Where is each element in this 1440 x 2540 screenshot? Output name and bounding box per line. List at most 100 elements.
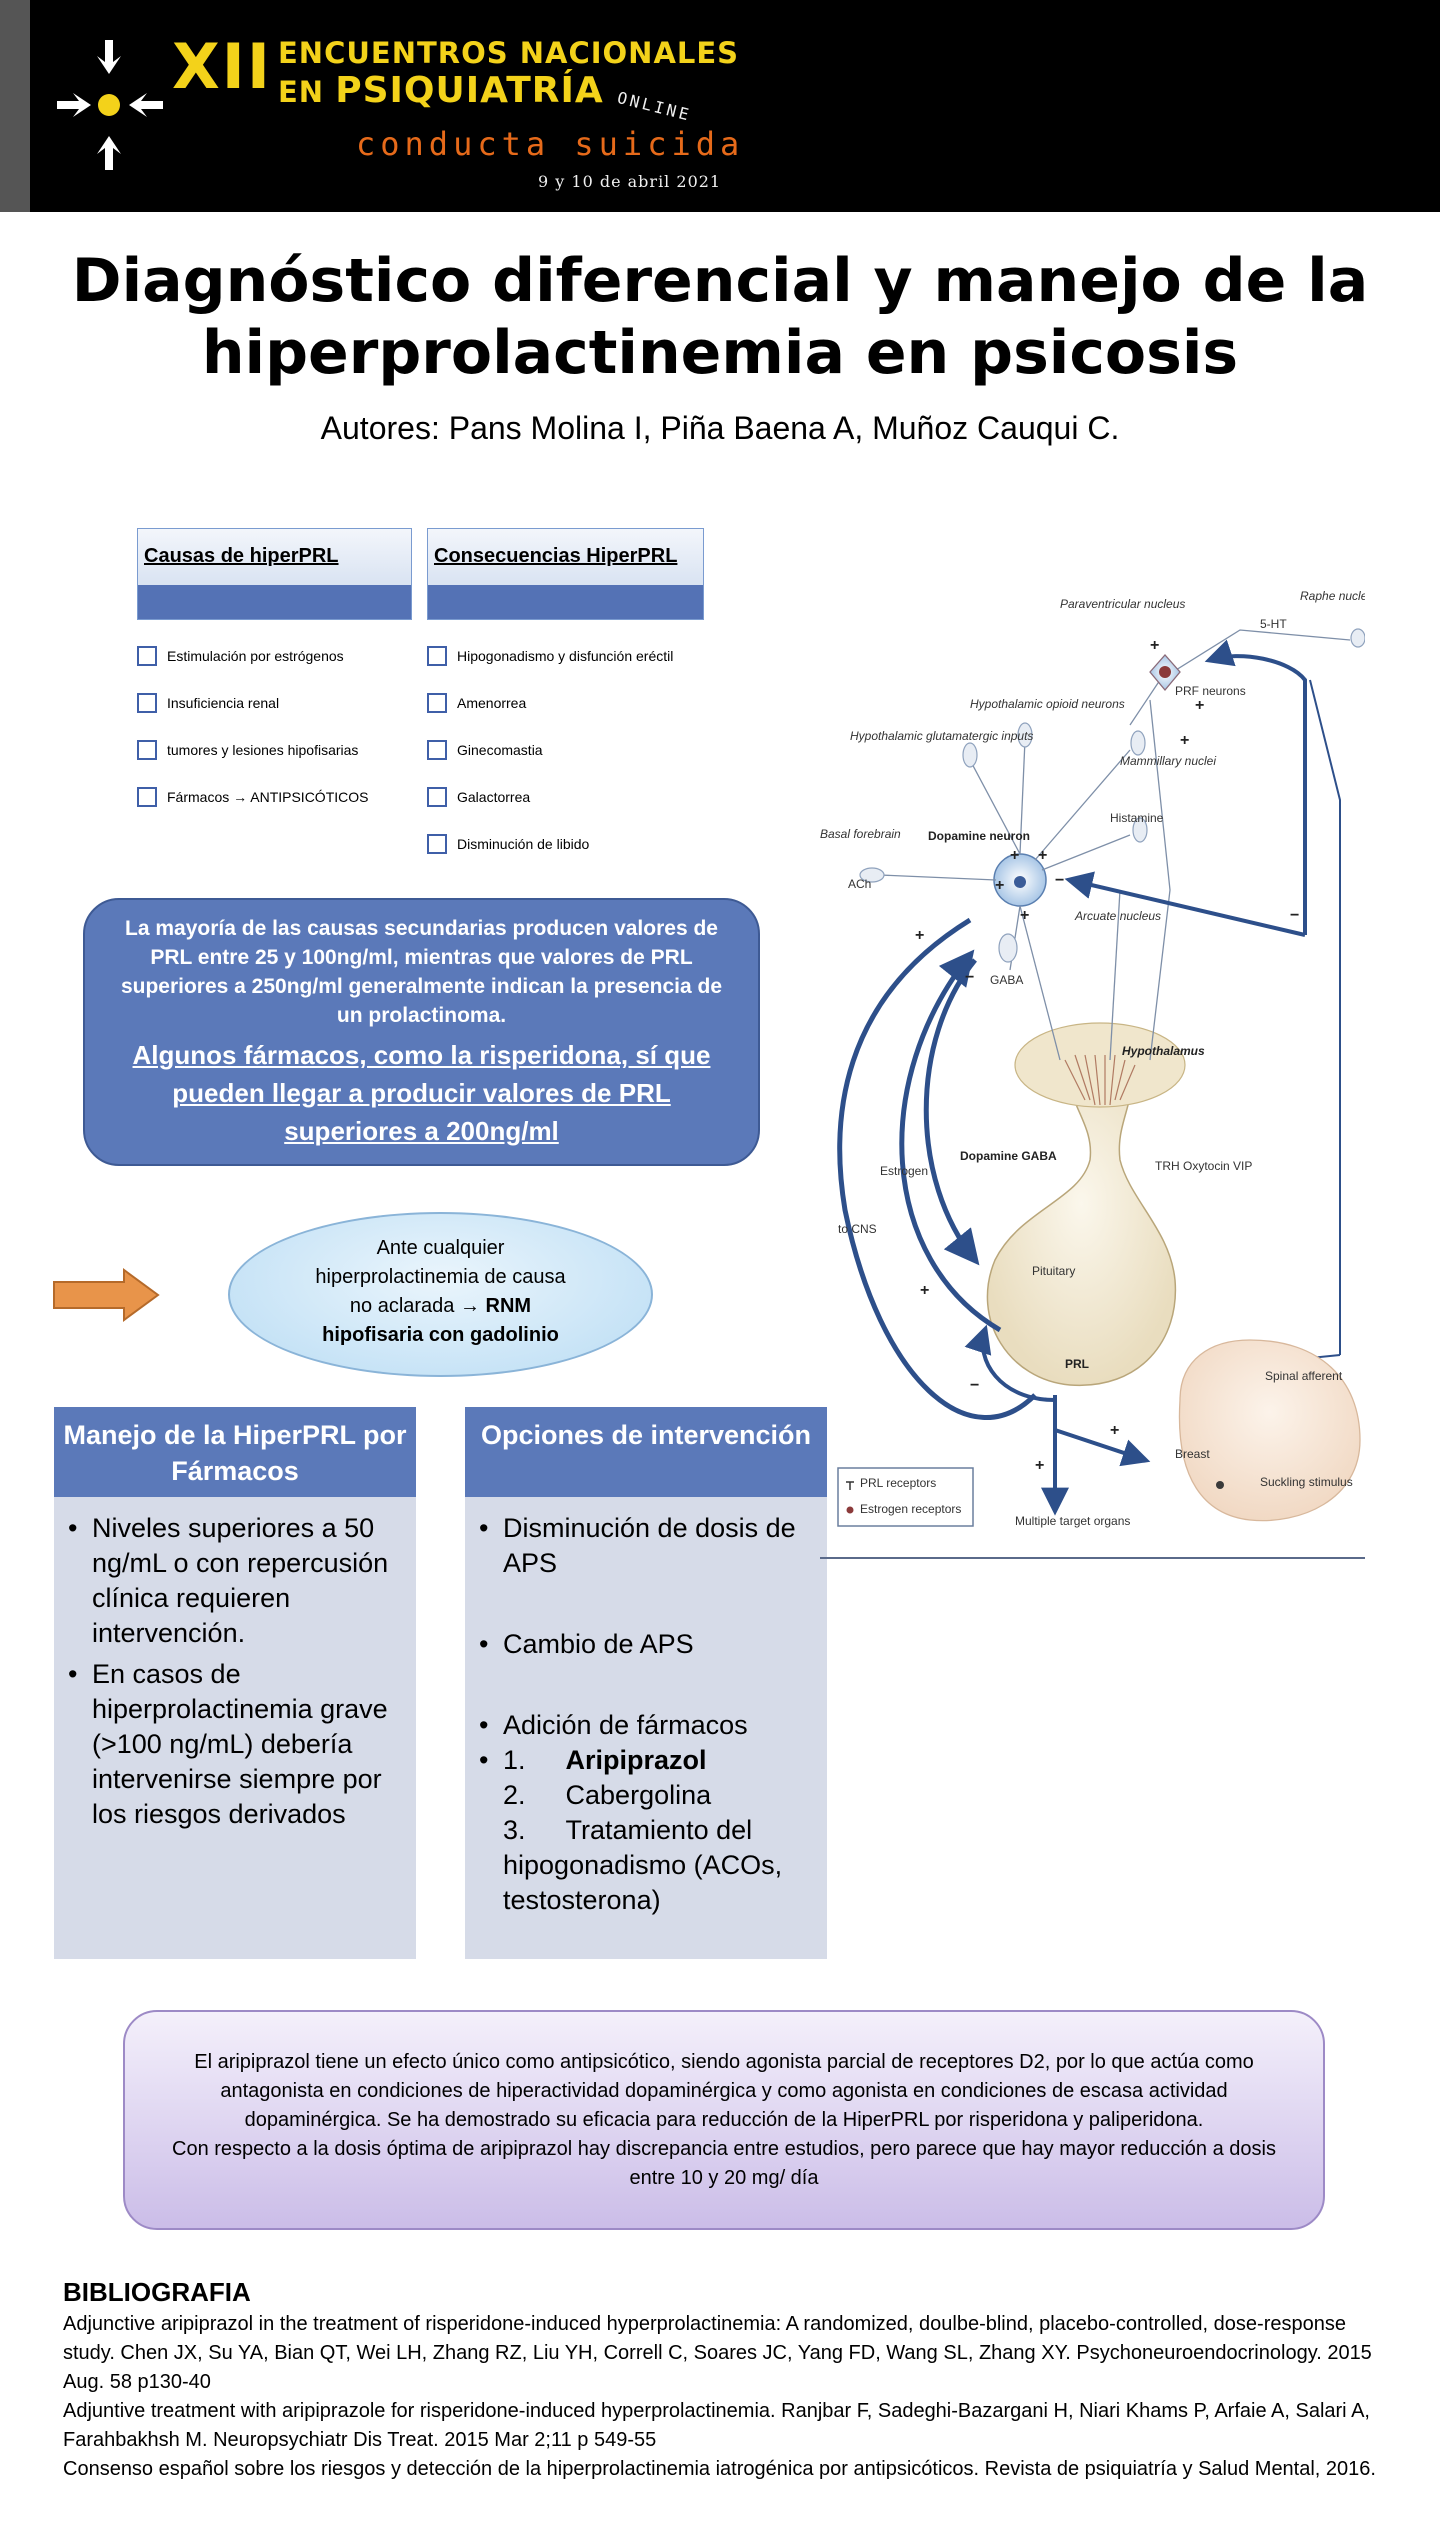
label-histamine: Histamine bbox=[1110, 811, 1164, 825]
label-suckling: Suckling stimulus bbox=[1260, 1475, 1353, 1489]
bibliography-title: BIBLIOGRAFIA bbox=[63, 2277, 251, 2307]
svg-text:−: − bbox=[965, 969, 974, 986]
bibliography-list: Adjunctive aripiprazol in the treatment … bbox=[63, 2310, 1383, 2484]
label-arcuate: Arcuate nucleus bbox=[1074, 909, 1161, 923]
causes-header: Causas de hiperPRL bbox=[137, 528, 412, 620]
right-arrow-icon bbox=[53, 1268, 160, 1322]
label-prf: PRF neurons bbox=[1175, 684, 1246, 698]
list-item: •Disminución de dosis de APS bbox=[479, 1513, 796, 1578]
list-item: 3.Tratamiento del hipogonadismo (ACOs, t… bbox=[503, 1815, 783, 1915]
label-mammillary: Mammillary nuclei bbox=[1120, 754, 1216, 768]
list-item: •Cambio de APS bbox=[479, 1629, 694, 1659]
label-estrogen: Estrogen bbox=[880, 1164, 928, 1178]
prolactin-regulation-diagram: Paraventricular nucleus Raphe nucleus Hy… bbox=[820, 589, 1365, 1559]
congress-name-prefix: EN bbox=[278, 75, 336, 109]
list-item: •Adición de fármacos bbox=[479, 1710, 748, 1740]
banner-side-bar bbox=[0, 0, 30, 212]
congress-date: 9 y 10 de abril 2021 bbox=[538, 172, 722, 191]
aripiprazol-summary-box: El aripiprazol tiene un efecto único com… bbox=[123, 2010, 1325, 2230]
label-raphe: Raphe nucleus bbox=[1300, 589, 1365, 603]
svg-text:−: − bbox=[1290, 907, 1299, 924]
label-hypothalamus: Hypothalamus bbox=[1122, 1044, 1205, 1058]
label-multiple: Multiple target organs bbox=[1015, 1514, 1130, 1528]
prl-values-text: La mayoría de las causas secundarias pro… bbox=[120, 917, 723, 1027]
cause-item: Insuficiencia renal bbox=[137, 693, 279, 713]
checkbox-icon bbox=[427, 834, 447, 854]
congress-name-line2: EN PSIQUIATRÍA bbox=[278, 70, 604, 111]
svg-text:+: + bbox=[920, 1282, 929, 1299]
label-paraventricular: Paraventricular nucleus bbox=[1060, 597, 1185, 611]
congress-logo-icon bbox=[57, 40, 163, 170]
breast-shape bbox=[1178, 1339, 1361, 1522]
congress-name-word: PSIQUIATRÍA bbox=[335, 70, 604, 111]
cause-item: tumores y lesiones hipofisarias bbox=[137, 740, 358, 760]
aripiprazol-mechanism: El aripiprazol tiene un efecto único com… bbox=[194, 2051, 1254, 2131]
bibliography-ref: Adjunctive aripiprazol in the treatment … bbox=[63, 2313, 1372, 2393]
label-breast: Breast bbox=[1175, 1447, 1210, 1461]
hypothalamus-shape bbox=[1014, 1022, 1186, 1108]
checkbox-icon bbox=[427, 693, 447, 713]
checkbox-icon bbox=[427, 787, 447, 807]
consequence-item: Amenorrea bbox=[427, 693, 526, 713]
bibliography-ref: Adjuntive treatment with aripiprazole fo… bbox=[63, 2400, 1370, 2451]
header-banner: XII ENCUENTROS NACIONALES EN PSIQUIATRÍA… bbox=[0, 0, 1440, 212]
svg-text:−: − bbox=[1055, 872, 1064, 889]
label-trh: TRH Oxytocin VIP bbox=[1155, 1159, 1252, 1173]
congress-name-line1: ENCUENTROS NACIONALES bbox=[278, 36, 740, 70]
svg-text:+: + bbox=[915, 927, 924, 944]
consequence-item: Hipogonadismo y disfunción eréctil bbox=[427, 646, 673, 666]
rnm-recommendation: Ante cualquier hiperprolactinemia de cau… bbox=[228, 1212, 653, 1377]
label-spinal: Spinal afferent bbox=[1265, 1369, 1343, 1383]
legend-estrogen-receptors: Estrogen receptors bbox=[860, 1502, 961, 1516]
checkbox-icon bbox=[427, 646, 447, 666]
risperidone-note: Algunos fármacos, como la risperidona, s… bbox=[132, 1040, 711, 1146]
bibliography-ref: Consenso español sobre los riesgos y det… bbox=[63, 2458, 1376, 2480]
svg-text:+: + bbox=[1110, 1422, 1119, 1439]
svg-text:+: + bbox=[1195, 697, 1204, 714]
cause-item: Fármacos → ANTIPSICÓTICOS bbox=[137, 787, 368, 807]
label-prl: PRL bbox=[1065, 1357, 1089, 1371]
legend-box bbox=[837, 1467, 974, 1527]
label-dopamine-neuron: Dopamine neuron bbox=[928, 829, 1030, 843]
aripiprazol-dose: Con respecto a la dosis óptima de aripip… bbox=[172, 2138, 1276, 2189]
online-label: ONLINE bbox=[615, 88, 694, 125]
title-line-2: hiperprolactinemia en psicosis bbox=[201, 318, 1239, 388]
consequence-item: Galactorrea bbox=[427, 787, 530, 807]
label-dopamine-gaba: Dopamine GABA bbox=[960, 1149, 1057, 1163]
options-list: •Disminución de dosis de APS •Cambio de … bbox=[465, 1497, 827, 1918]
management-list: •Niveles superiores a 50 ng/mL o con rep… bbox=[54, 1497, 416, 1832]
list-item: •Niveles superiores a 50 ng/mL o con rep… bbox=[68, 1513, 389, 1648]
causes-title: Causas de hiperPRL bbox=[138, 529, 411, 585]
svg-text:+: + bbox=[1038, 847, 1047, 864]
pituitary-shape bbox=[986, 1054, 1177, 1386]
svg-text:+: + bbox=[1035, 1457, 1044, 1474]
checkbox-icon bbox=[137, 787, 157, 807]
svg-text:+: + bbox=[1020, 907, 1029, 924]
authors: Autores: Pans Molina I, Piña Baena A, Mu… bbox=[320, 410, 1120, 446]
prl-values-box: La mayoría de las causas secundarias pro… bbox=[83, 898, 760, 1166]
checkbox-icon bbox=[427, 740, 447, 760]
label-ach: ACh bbox=[848, 877, 871, 891]
label-to-cns: to CNS bbox=[838, 1222, 877, 1236]
management-title: Manejo de la HiperPRL por Fármacos bbox=[54, 1407, 416, 1497]
consequences-header: Consecuencias HiperPRL bbox=[427, 528, 704, 620]
svg-text:−: − bbox=[970, 1377, 979, 1394]
cause-item: Estimulación por estrógenos bbox=[137, 646, 344, 666]
checkbox-icon bbox=[137, 740, 157, 760]
svg-text:+: + bbox=[1180, 732, 1189, 749]
options-title: Opciones de intervención bbox=[465, 1407, 827, 1497]
label-pituitary: Pituitary bbox=[1032, 1264, 1075, 1278]
legend-prl-receptors: PRL receptors bbox=[860, 1476, 936, 1490]
svg-text:+: + bbox=[1150, 637, 1159, 654]
label-basal: Basal forebrain bbox=[820, 827, 901, 841]
consequences-title: Consecuencias HiperPRL bbox=[428, 529, 703, 585]
label-hyp-opioid: Hypothalamic opioid neurons bbox=[970, 697, 1125, 711]
label-5ht: 5-HT bbox=[1260, 617, 1287, 631]
list-item: •En casos de hiperprolactinemia grave (>… bbox=[68, 1659, 388, 1829]
poster-title: Diagnóstico diferencial y manejo de la h… bbox=[20, 245, 1420, 389]
consequence-item: Disminución de libido bbox=[427, 834, 589, 854]
prf-neuron-shape bbox=[1159, 666, 1171, 678]
svg-text:+: + bbox=[1010, 847, 1019, 864]
congress-topic: conducta suicida bbox=[356, 125, 745, 163]
consequence-item: Ginecomastia bbox=[427, 740, 543, 760]
